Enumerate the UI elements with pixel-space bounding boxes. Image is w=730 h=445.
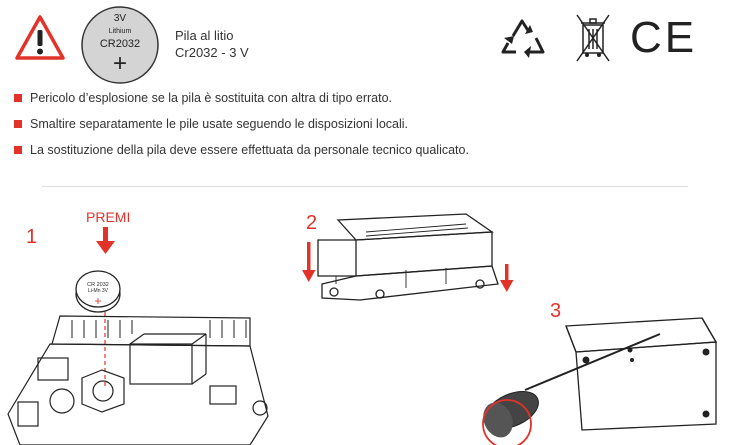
step-3-screwdriver-illustration (482, 317, 718, 445)
battery-cr2032-icon: 3V Lithium CR2032 + (81, 6, 159, 84)
warning-bullets: Pericolo d’esplosione se la pila è sosti… (14, 91, 469, 169)
battery-chemistry: Lithium (109, 28, 132, 35)
coin-battery: CR 2032 Li-Mn 3V + (75, 270, 121, 313)
bullet-item: Pericolo d’esplosione se la pila è sosti… (14, 91, 469, 117)
section-divider (42, 186, 688, 187)
step-1-pcb-illustration: CR 2032 Li-Mn 3V + (7, 227, 269, 445)
bullet-item: Smaltire separatamente le pile usate seg… (14, 117, 469, 143)
step-2-enclosure-illustration (302, 213, 514, 301)
coin-polarity: + (94, 294, 101, 308)
step-3-number: 3 (550, 300, 562, 322)
press-arrow-icon (96, 227, 115, 254)
battery-model: CR2032 (100, 38, 140, 50)
battery-polarity: + (113, 50, 127, 77)
battery-voltage: 3V (114, 13, 127, 24)
bullet-marker (14, 94, 22, 102)
slide-down-arrow-icon (302, 242, 316, 282)
coin-label-1: CR 2032 (87, 282, 109, 288)
slide-down-arrow-icon (500, 264, 514, 292)
battery-desc-line1: Pila al litio (175, 28, 234, 43)
bullet-text: Pericolo d’esplosione se la pila è sosti… (30, 91, 393, 105)
weee-bin-icon (576, 14, 610, 62)
battery-description: Pila al litio Cr2032 - 3 V (175, 27, 249, 61)
screwdriver-icon (483, 333, 661, 438)
bullet-text: La sostituzione della pila deve essere e… (30, 143, 469, 157)
bullet-text: Smaltire separatamente le pile usate seg… (30, 117, 408, 131)
recycle-icon (501, 19, 545, 58)
battery-desc-line2: Cr2032 - 3 V (175, 45, 249, 60)
bullet-marker (14, 120, 22, 128)
bullet-marker (14, 146, 22, 154)
step-2-number: 2 (306, 212, 318, 234)
step-1-number: 1 (26, 226, 38, 248)
bullet-item: La sostituzione della pila deve essere e… (14, 143, 469, 169)
ce-mark-icon: CE (630, 13, 698, 62)
step-1-action-label: PREMI (86, 209, 131, 225)
coin-label-2: Li-Mn 3V (88, 288, 109, 294)
warning-icon (15, 15, 65, 60)
